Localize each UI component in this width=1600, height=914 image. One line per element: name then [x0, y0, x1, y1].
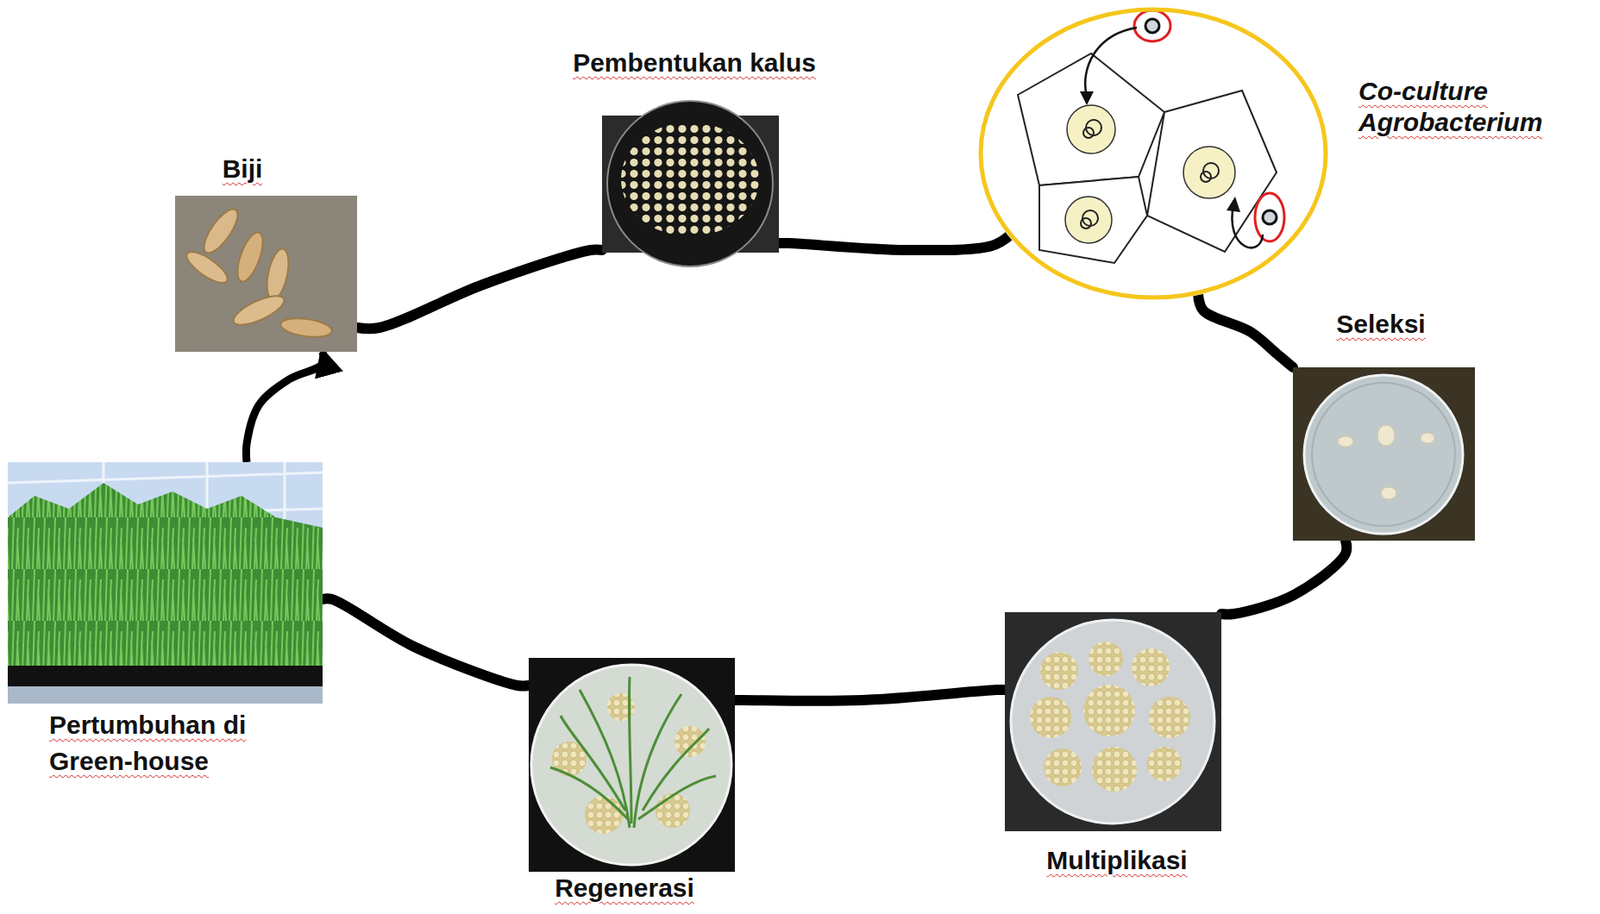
callus-piece: [1337, 436, 1354, 447]
rice-seed: [229, 290, 288, 332]
rice-plants: [7, 483, 323, 666]
coculture-outline: [980, 9, 1326, 298]
stage-label: Co-culture Agrobacterium: [1358, 75, 1597, 139]
callus-piece: [1420, 432, 1435, 444]
cell-nucleus: [1183, 146, 1236, 199]
callus-cluster: [1029, 696, 1072, 739]
petri-dish: [1010, 620, 1215, 824]
plant-cell: [1039, 176, 1148, 264]
petri-dish: [607, 100, 773, 267]
callus-cluster: [1040, 652, 1079, 691]
callus-cluster: [1088, 641, 1124, 677]
transfer-arrow-head: [1226, 196, 1241, 213]
agrobacterium-body: [1145, 18, 1160, 33]
petri-dish: [531, 665, 732, 866]
multiplication-photo: [1004, 612, 1222, 832]
rice-seed: [181, 246, 232, 289]
callus-cluster: [1091, 746, 1137, 792]
cycle-line: [1198, 294, 1293, 368]
rice-seed: [263, 246, 293, 302]
callus-cluster: [1083, 684, 1136, 737]
rice-seed: [279, 315, 333, 340]
rice-seed: [198, 204, 244, 258]
callus-group: [621, 122, 760, 237]
selection-stage: Seleksi: [1292, 367, 1475, 541]
cycle-line: [1221, 540, 1347, 615]
node-outline: [978, 6, 1329, 301]
plant-pots: [7, 665, 323, 687]
greenhouse-bench: [7, 686, 323, 704]
stage-label: Biji: [222, 153, 264, 185]
cycle-arrow: [245, 351, 324, 463]
stage-label: Pertumbuhan di Green-house: [49, 707, 326, 780]
seed-photo: [175, 195, 358, 352]
regeneration-stage: Regenerasi: [528, 658, 735, 873]
selection-photo: [1292, 367, 1475, 541]
regeneration-photo: [528, 658, 735, 873]
callus-cluster: [1043, 748, 1082, 787]
greenhouse-photo: [7, 462, 323, 704]
petri-rim: [1311, 382, 1456, 527]
callus-cluster: [607, 693, 635, 722]
cell-nucleus: [1065, 196, 1112, 244]
cycle-line: [322, 598, 529, 686]
shoot-leaves: [550, 677, 716, 829]
dna-scribble: [1200, 171, 1211, 182]
callus-stage: Pembentukan kalus: [602, 115, 779, 253]
callus-cluster: [1147, 746, 1182, 782]
petri-dish: [1304, 375, 1463, 534]
callus-cluster: [674, 726, 706, 758]
plant-cell: [1017, 53, 1165, 186]
callus-cluster: [655, 793, 691, 829]
cell-nucleus: [1066, 105, 1116, 154]
stage-label: Seleksi: [1336, 308, 1425, 340]
callus-cluster: [1148, 696, 1191, 739]
rice-seed: [232, 229, 268, 285]
dna-scribble: [1080, 218, 1092, 229]
stage-label: Regenerasi: [554, 872, 695, 904]
dna-scribble: [1083, 127, 1094, 139]
cycle-line: [734, 690, 1005, 702]
coculture-ground: [978, 6, 1329, 301]
callus-piece: [1380, 487, 1397, 500]
seed-stage: Biji: [175, 195, 358, 352]
agrobacterium: [1134, 10, 1171, 42]
callus-cluster: [1131, 648, 1170, 687]
stage-label: Pembentukan kalus: [572, 47, 816, 79]
callus-cluster: [584, 796, 623, 835]
greenhouse-stage: Pertumbuhan di Green-house: [7, 462, 323, 704]
transfer-arrow: [1085, 27, 1137, 97]
cycle-line: [357, 250, 603, 329]
agrobacterium: [1254, 193, 1285, 242]
agrobacterium-body: [1262, 210, 1277, 225]
cycle-line: [778, 235, 1010, 251]
transfer-arrow-head: [1079, 91, 1094, 106]
stage-label: Multiplikasi: [1046, 845, 1187, 877]
callus-piece: [1377, 425, 1395, 446]
multiplication-stage: Multiplikasi: [1004, 612, 1222, 832]
coculture-circle: Co-culture Agrobacterium: [978, 6, 1329, 301]
